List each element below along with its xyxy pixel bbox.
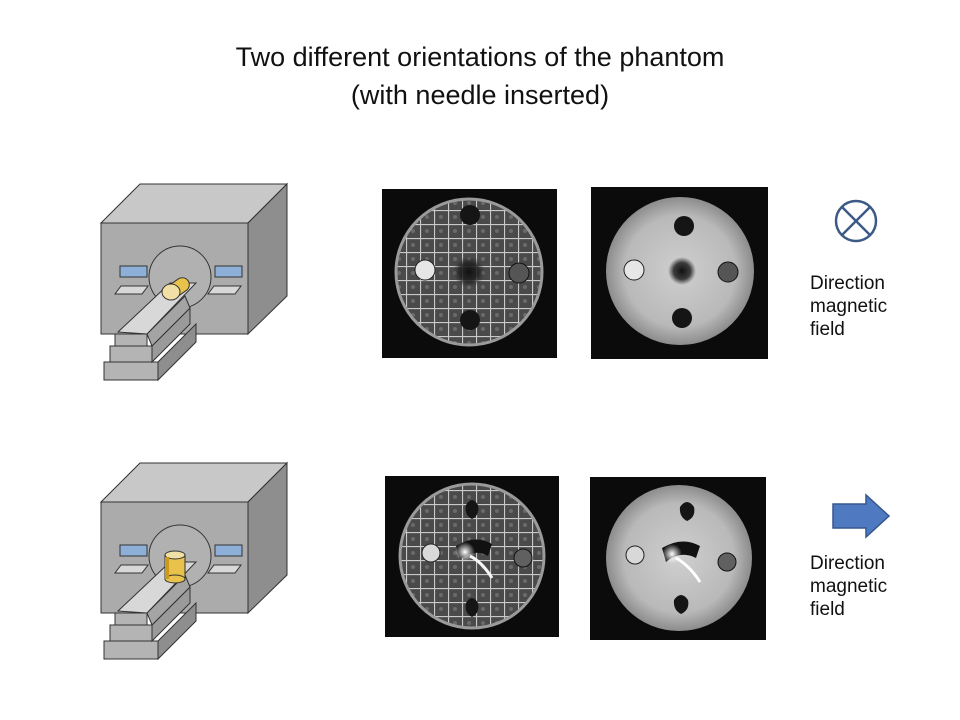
label-line: magnetic: [810, 296, 888, 317]
mri-image-smooth-row1: [591, 187, 768, 359]
right-arrow-icon: [832, 493, 891, 539]
cross-circle-icon: [834, 199, 878, 243]
scanner-panel-left: [119, 265, 148, 278]
mri-scanner-illustration-2: [99, 461, 289, 661]
phantom-cylinder-icon: [161, 277, 190, 301]
label-line: field: [810, 599, 845, 620]
title-line-1: Two different orientations of the phanto…: [235, 42, 725, 72]
field-direction-label-row1: Direction magnetic field: [810, 272, 950, 341]
field-direction-label-row2: Direction magnetic field: [810, 552, 950, 621]
label-line: magnetic: [810, 576, 888, 597]
mri-image-mesh-row2: [385, 476, 559, 637]
mri-image-mesh-row1: [382, 189, 557, 358]
label-line: Direction: [810, 273, 885, 294]
mri-image-smooth-row2: [590, 477, 766, 640]
label-line: field: [810, 319, 845, 340]
title-line-2: (with needle inserted): [350, 80, 610, 110]
mri-scanner-illustration: [99, 182, 289, 382]
label-line: Direction: [810, 553, 885, 574]
phantom-cylinder-upright-icon: [164, 550, 186, 584]
scanner-panel-right: [214, 265, 243, 278]
